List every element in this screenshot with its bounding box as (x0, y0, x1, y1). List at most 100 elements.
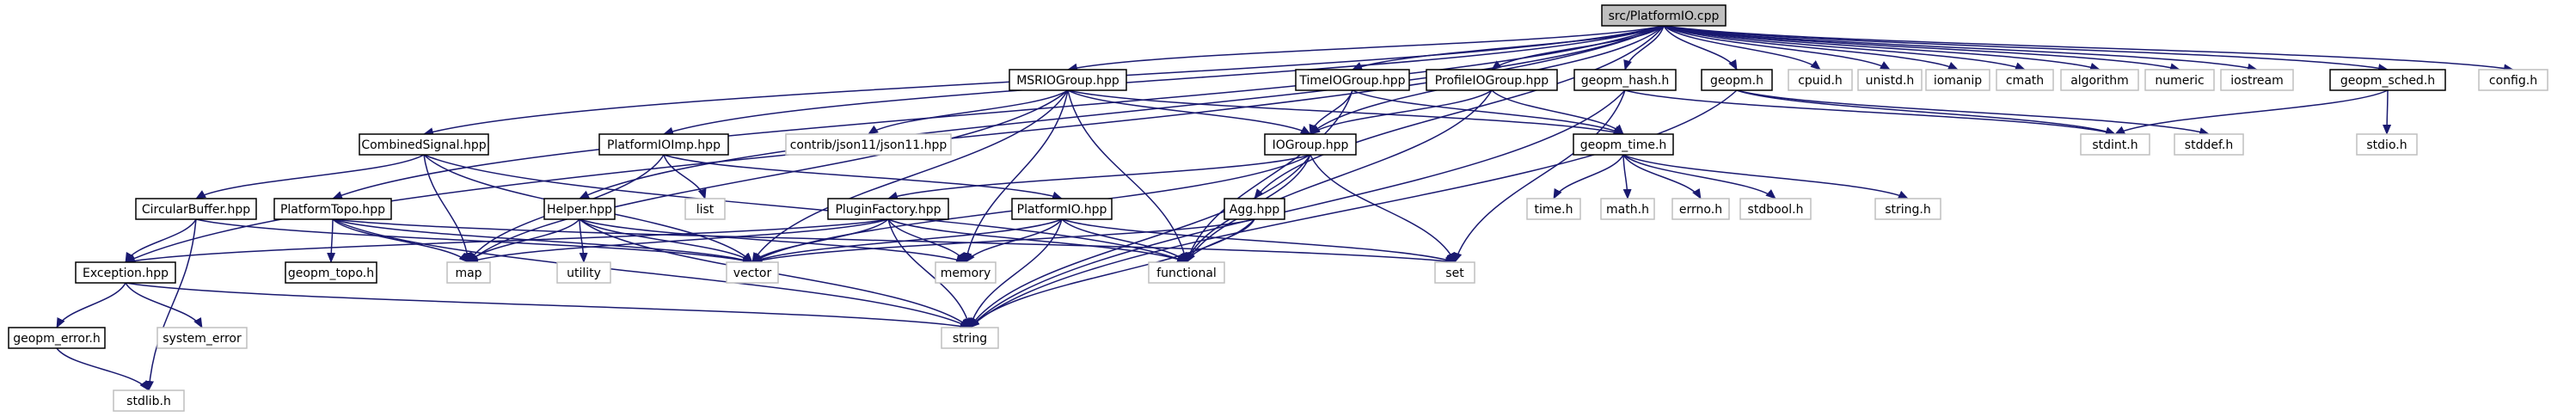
node-label: PlatformIOImp.hpp (607, 138, 721, 152)
node-vector: vector (726, 261, 779, 284)
node-label: stdbool.h (1748, 203, 1804, 217)
edge-helper-to-vector (579, 218, 753, 263)
node-stdio: stdio.h (2356, 133, 2418, 156)
edge-msrio-to-iogroup (1067, 89, 1311, 135)
node-label: geopm_topo.h (288, 267, 374, 280)
edge-geopm_hash-to-stdint (1624, 89, 2116, 136)
node-circbuf[interactable]: CircularBuffer.hpp (135, 198, 257, 220)
node-label: src/PlatformIO.cpp (1609, 9, 1720, 23)
node-box (2174, 133, 2244, 156)
node-box (935, 261, 997, 284)
node-box (75, 261, 176, 284)
node-label: stddef.h (2185, 138, 2233, 152)
node-stddef: stddef.h (2174, 133, 2244, 156)
node-combined[interactable]: CombinedSignal.hpp (359, 133, 489, 156)
node-stdlib: stdlib.h (113, 389, 185, 412)
node-exception[interactable]: Exception.hpp (75, 261, 176, 284)
edge-root-to-configh (1663, 25, 2514, 73)
edge-msrio-to-memory (963, 89, 1069, 263)
node-box (1671, 198, 1730, 220)
node-label: IOGroup.hpp (1273, 138, 1349, 152)
node-box (135, 198, 257, 220)
node-label: map (455, 267, 481, 280)
edge-root-to-profileio (1491, 25, 1665, 71)
node-profileio[interactable]: ProfileIOGroup.hpp (1426, 69, 1558, 91)
node-unistd: unistd.h (1857, 69, 1923, 91)
node-box (2060, 69, 2139, 91)
node-box (1434, 261, 1475, 284)
node-box (1701, 69, 1773, 91)
node-timeio[interactable]: TimeIOGroup.hpp (1295, 69, 1410, 91)
node-box (1573, 133, 1674, 156)
edge-geopm_time-to-errnoh (1622, 154, 1702, 199)
edge-geopm_time-to-mathh (1622, 154, 1632, 199)
edge-pioimp-to-pio (663, 154, 1063, 200)
edge-combined-to-functional (423, 154, 1187, 263)
edge-geopm_time-to-stringh (1622, 154, 1909, 199)
node-label: numeric (2155, 74, 2204, 88)
node-box (1601, 4, 1727, 27)
node-pio[interactable]: PlatformIO.hpp (1011, 198, 1113, 220)
node-label: stdlib.h (126, 395, 171, 408)
node-msrio[interactable]: MSRIOGroup.hpp (1009, 69, 1127, 91)
node-label: PlatformIO.hpp (1017, 203, 1107, 217)
node-label: ProfileIOGroup.hpp (1435, 74, 1549, 88)
edge-helper-to-memory (579, 218, 966, 264)
node-box (1600, 198, 1655, 220)
node-iomanip: iomanip (1925, 69, 1990, 91)
node-label: contrib/json11/json11.hpp (790, 138, 948, 152)
node-timeh: time.h (1526, 198, 1581, 220)
node-stringh: string.h (1874, 198, 1941, 220)
node-box (446, 261, 491, 284)
node-helper[interactable]: Helper.hpp (543, 198, 616, 220)
node-label: Agg.hpp (1230, 203, 1280, 217)
edge-geopm_h-to-stddef (1736, 89, 2210, 136)
edge-plugin-to-memory (887, 218, 966, 263)
node-geopm_hash[interactable]: geopm_hash.h (1573, 69, 1677, 91)
node-box (1874, 198, 1941, 220)
node-root[interactable]: src/PlatformIO.cpp (1601, 4, 1727, 27)
edge-agg-to-vector (751, 218, 1255, 265)
node-box (1788, 69, 1853, 91)
node-map: map (446, 261, 491, 284)
node-box (1526, 198, 1581, 220)
node-geopm_h[interactable]: geopm.h (1701, 69, 1773, 91)
node-string: string (941, 327, 999, 349)
node-iogroup[interactable]: IOGroup.hpp (1264, 133, 1357, 156)
node-box (285, 261, 377, 284)
node-agg[interactable]: Agg.hpp (1224, 198, 1285, 220)
edge-plugin-to-exception (125, 218, 889, 266)
node-box (156, 327, 248, 349)
node-geopm_time[interactable]: geopm_time.h (1573, 133, 1674, 156)
edge-geopm_error-to-stdlib (56, 347, 150, 391)
edge-root-to-cmath (1663, 25, 2026, 71)
edge-root-to-algorithm (1663, 25, 2101, 71)
edge-agg-to-string (969, 218, 1255, 328)
node-geopm_sched[interactable]: geopm_sched.h (2329, 69, 2446, 91)
edge-pio-to-vector (751, 218, 1063, 263)
node-box (556, 261, 611, 284)
node-box (1925, 69, 1990, 91)
node-box (827, 198, 949, 220)
node-box (684, 198, 726, 220)
node-label: stdio.h (2366, 138, 2407, 152)
node-label: stdint.h (2092, 138, 2137, 152)
node-ptopo[interactable]: PlatformTopo.hpp (273, 198, 392, 220)
node-geopm_topo[interactable]: geopm_topo.h (285, 261, 377, 284)
edge-pio-to-string (968, 218, 1063, 328)
node-label: geopm.h (1710, 74, 1763, 88)
edge-combined-to-map (423, 154, 472, 263)
node-label: string.h (1885, 203, 1931, 217)
node-plugin[interactable]: PluginFactory.hpp (827, 198, 949, 220)
node-box (2356, 133, 2418, 156)
node-json11: contrib/json11/json11.hpp (785, 133, 952, 156)
node-label: Exception.hpp (83, 267, 169, 280)
node-label: CircularBuffer.hpp (142, 203, 250, 217)
edge-geopm_time-to-timeh (1553, 154, 1624, 199)
node-pioimp[interactable]: PlatformIOImp.hpp (598, 133, 729, 156)
edge-pio-to-set (1061, 218, 1456, 264)
node-label: system_error (163, 332, 242, 346)
node-box (941, 327, 999, 349)
node-geopm_error[interactable]: geopm_error.h (8, 327, 106, 349)
edge-geopm_hash-to-set (1453, 89, 1626, 263)
